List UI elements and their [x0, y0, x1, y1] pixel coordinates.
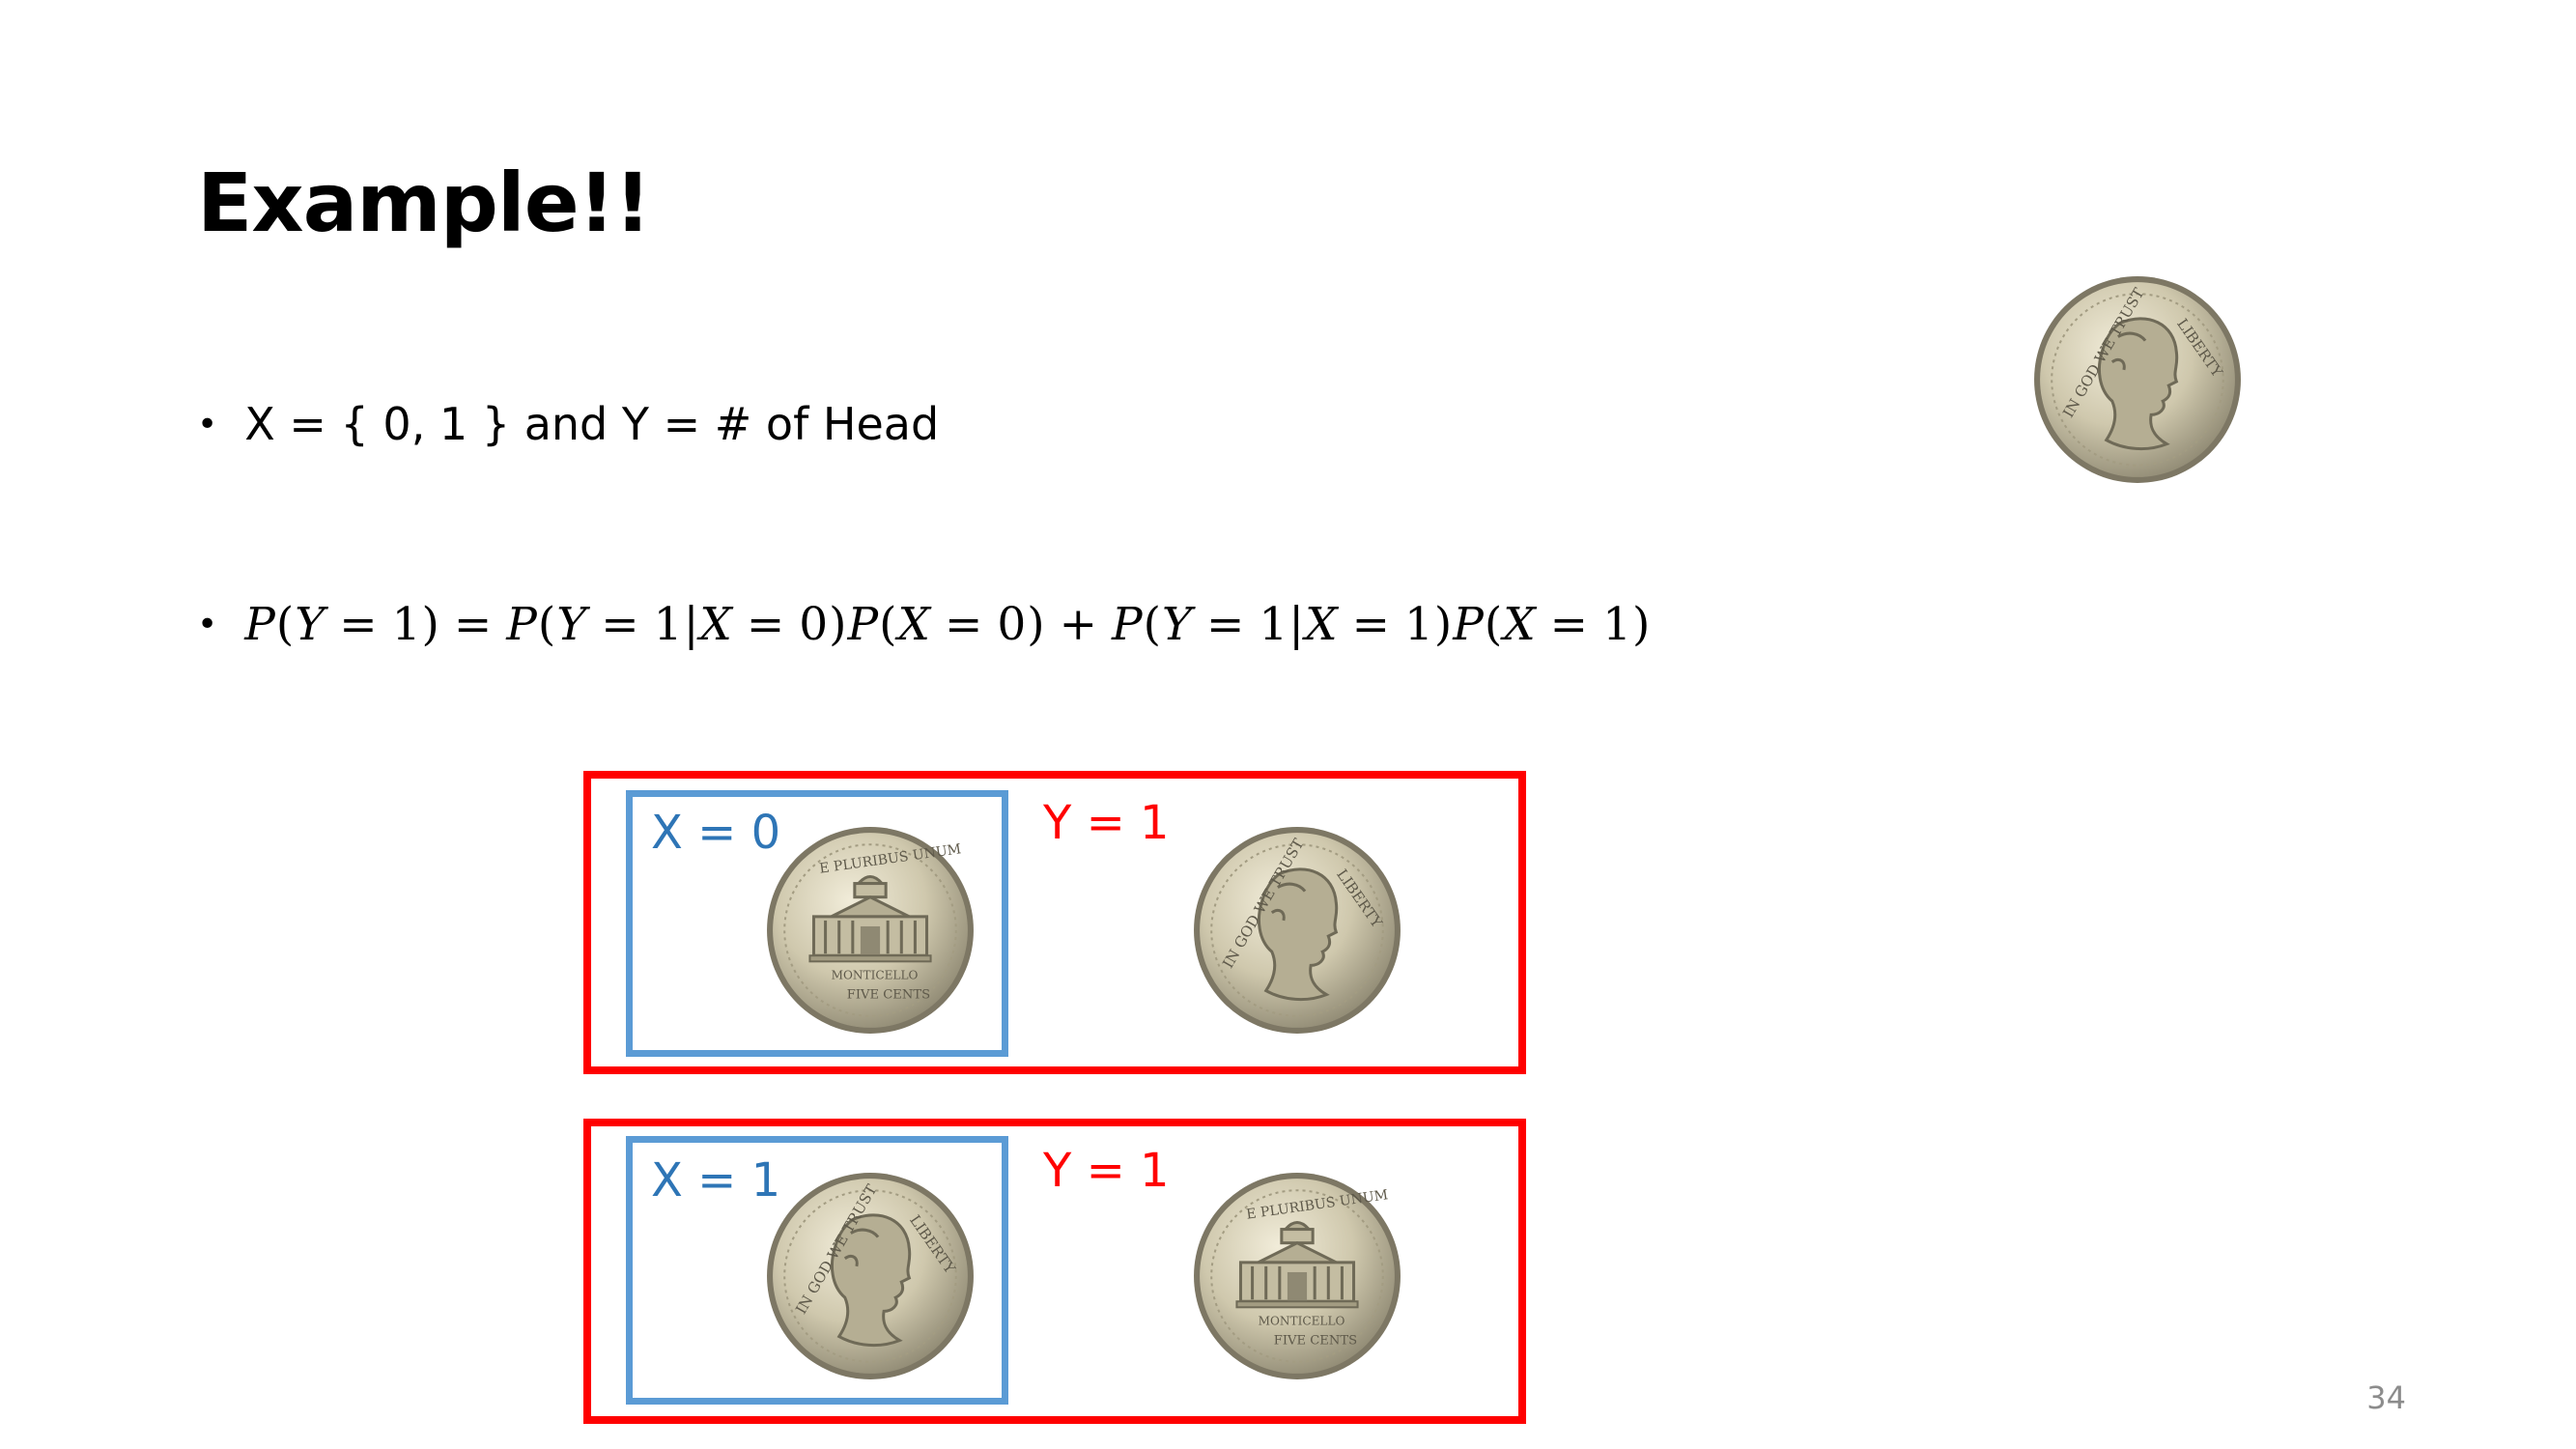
y-label: Y = 1 — [1043, 796, 1170, 850]
bullet-text: X = { 0, 1 } and Y = # of Head — [244, 398, 940, 450]
nickel-heads-icon — [2030, 272, 2245, 487]
formula-symbol: X — [1305, 597, 1339, 651]
formula-symbol: 0) — [799, 597, 848, 651]
formula-symbol: 0) — [997, 597, 1046, 651]
x-outcome-box-x0 — [626, 790, 1008, 1057]
formula-symbol: ( — [275, 597, 296, 651]
formula-symbol: X — [1503, 597, 1537, 651]
x-label: X = 1 — [651, 1153, 781, 1208]
y-label: Y = 1 — [1043, 1144, 1170, 1198]
formula-symbol: + — [1059, 597, 1098, 651]
nickel-tails-icon — [763, 823, 977, 1037]
formula-symbol: | — [1288, 597, 1306, 651]
x-outcome-box-x1 — [626, 1136, 1008, 1405]
formula-symbol: 1 — [1259, 597, 1289, 651]
formula-symbol: = — [601, 597, 640, 651]
nickel-tails-icon — [1190, 1169, 1404, 1383]
formula-symbol: = — [339, 597, 379, 651]
case-box-x1 — [583, 1119, 1526, 1424]
formula-symbol: Y — [556, 597, 588, 651]
formula-symbol: X — [897, 597, 931, 651]
formula-symbol: | — [683, 597, 700, 651]
page-number: 34 — [2366, 1379, 2406, 1416]
formula-symbol: 1) — [1403, 597, 1454, 651]
formula-symbol: P — [847, 597, 880, 651]
formula-symbol: = — [746, 597, 786, 651]
formula-symbol: P — [1453, 597, 1485, 651]
formula-symbol: P — [244, 597, 276, 651]
nickel-heads-icon — [1190, 823, 1404, 1037]
formula-symbol: Y — [295, 597, 326, 651]
x-label: X = 0 — [651, 806, 781, 860]
total-probability-formula: P(Y=1)=P(Y=1|X=0)P(X=0)+P(Y=1|X=1)P(X=1) — [244, 598, 1651, 651]
formula-symbol: = — [453, 597, 494, 651]
case-box-x0 — [583, 771, 1526, 1074]
formula-symbol: ( — [537, 597, 557, 651]
formula-symbol: P — [506, 597, 538, 651]
formula-symbol: ( — [1143, 597, 1162, 651]
slide-title: Example!! — [197, 156, 651, 250]
formula-symbol: ( — [879, 597, 898, 651]
formula-symbol: = — [1549, 597, 1590, 651]
bullet-total-probability: • P(Y=1)=P(Y=1|X=0)P(X=0)+P(Y=1|X=1)P(X=… — [197, 589, 1651, 659]
bullet-marker: • — [197, 604, 218, 644]
formula-symbol: 1) — [1602, 597, 1652, 651]
formula-symbol: X — [699, 597, 733, 651]
formula-symbol: 1) — [391, 597, 440, 651]
formula-symbol: 1 — [653, 597, 684, 651]
formula-symbol: = — [944, 597, 984, 651]
formula-symbol: = — [1351, 597, 1391, 651]
formula-symbol: P — [1111, 597, 1144, 651]
bullet-sample-space: • X = { 0, 1 } and Y = # of Head — [197, 392, 939, 456]
bullet-marker: • — [197, 404, 218, 444]
formula-symbol: ( — [1484, 597, 1504, 651]
nickel-heads-icon — [763, 1169, 977, 1383]
formula-symbol: = — [1205, 597, 1246, 651]
formula-symbol: Y — [1161, 597, 1193, 651]
